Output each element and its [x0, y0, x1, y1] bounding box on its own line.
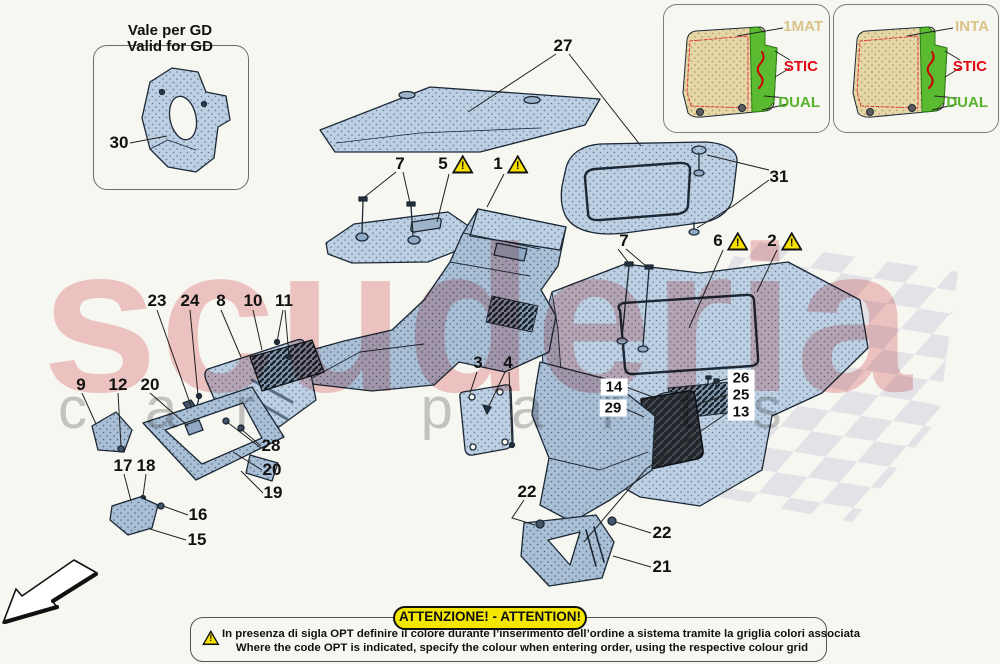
- callout-14: 14: [600, 378, 628, 396]
- callout-26: 26: [727, 369, 755, 387]
- warning-triangle-icon: !: [451, 154, 474, 174]
- legend-label-stic-left: STIC: [783, 58, 818, 75]
- banner-line-english: Where the code OPT is indicated, specify…: [235, 642, 809, 654]
- callout-22a: 22: [517, 482, 537, 501]
- gd-title-line2: Valid for GD: [127, 38, 213, 55]
- mat-31-right: [560, 141, 738, 236]
- callout-24: 24: [180, 291, 200, 310]
- banner-line-italian: In presenza di sigla OPT definire il col…: [222, 628, 861, 640]
- callout-28: 28: [261, 436, 281, 455]
- callout-4: 4: [503, 353, 513, 372]
- callout-22b: 22: [652, 523, 672, 542]
- callout-20b: 20: [262, 460, 282, 479]
- callout-23: 23: [147, 291, 167, 310]
- legend-label-stic-right: STIC: [952, 58, 987, 75]
- mat-27-top: [319, 86, 601, 153]
- warning-triangle-icon: !: [506, 154, 529, 174]
- banner-warning-icon: !: [202, 630, 220, 646]
- callout-27: 27: [553, 36, 573, 55]
- callout-15: 15: [187, 530, 207, 549]
- callout-30: 30: [109, 133, 129, 152]
- bracket-3: [459, 384, 516, 456]
- part-30-bracket: [141, 67, 231, 173]
- legend-label-dual-right: DUAL: [946, 94, 988, 111]
- callout-17: 17: [113, 456, 133, 475]
- callout-18: 18: [136, 456, 156, 475]
- callout-2: 2!: [767, 231, 803, 251]
- callout-3: 3: [473, 353, 483, 372]
- callout-5: 5!: [438, 154, 474, 174]
- callout-7b: 7: [619, 231, 629, 250]
- callout-12: 12: [108, 375, 128, 394]
- attention-banner-title: ATTENZIONE! - ATTENTION!: [393, 606, 587, 630]
- callout-11: 11: [275, 291, 293, 310]
- callout-8: 8: [216, 291, 226, 310]
- callout-19: 19: [263, 483, 283, 502]
- legend-label-dual-left: DUAL: [778, 94, 820, 111]
- callout-6: 6!: [713, 231, 749, 251]
- legend-label-1mat: 1MAT: [783, 18, 823, 35]
- callout-20a: 20: [140, 375, 160, 394]
- callout-31: 31: [769, 167, 789, 186]
- gd-title-line1: Vale per GD: [127, 22, 213, 39]
- warning-triangle-icon: !: [726, 231, 749, 251]
- legend-mat-left: [682, 26, 778, 118]
- warning-triangle-icon: !: [780, 231, 803, 251]
- legend-label-inta: INTA: [955, 18, 989, 35]
- callout-9: 9: [76, 375, 86, 394]
- footrest-parts-cluster: [91, 338, 325, 536]
- callout-29: 29: [599, 399, 627, 417]
- leader-lines: [81, 27, 961, 568]
- direction-arrow: [2, 559, 99, 625]
- gd-box-title: Vale per GD Valid for GD: [93, 23, 247, 55]
- watermark-brand-sub: car parts: [58, 376, 840, 441]
- callout-1: 1!: [493, 154, 529, 174]
- callout-25: 25: [727, 386, 755, 404]
- callout-21: 21: [652, 557, 672, 576]
- callout-16: 16: [188, 505, 208, 524]
- callout-10: 10: [243, 291, 263, 310]
- legend-mat-right: [852, 26, 948, 118]
- watermark-brand: scuderia: [42, 204, 914, 436]
- callout-13: 13: [727, 403, 755, 421]
- callout-7a: 7: [395, 154, 405, 173]
- mat-1-driver: [296, 208, 567, 392]
